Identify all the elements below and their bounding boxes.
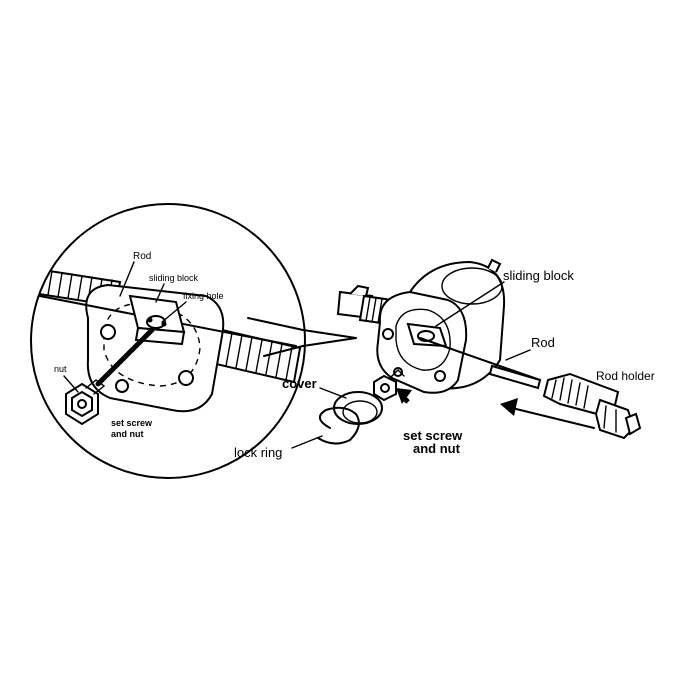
detail-sliding-block-leader (155, 283, 165, 303)
main-sliding-block-part (406, 322, 448, 348)
main-rod-holder-part (542, 372, 642, 440)
detail-label-nut: nut (54, 364, 67, 374)
magnifier-callout-pointer (247, 317, 357, 357)
detail-label-rod: Rod (133, 251, 151, 262)
main-insert-arrow (396, 388, 412, 404)
main-direction-arrow (500, 398, 595, 429)
main-set-screw-nut-part (373, 369, 405, 402)
main-sliding-block-leader (435, 281, 505, 327)
main-label-cover: cover (282, 376, 317, 391)
detail-view (30, 203, 357, 479)
detail-insert-arrow (95, 327, 155, 387)
main-label-set-screw-2: and nut (413, 441, 461, 456)
main-label-sliding-block: sliding block (503, 268, 574, 283)
detail-magnifier-ring (30, 203, 306, 479)
detail-label-set-screw-1: set screw (111, 418, 153, 428)
detail-sliding-block-part (128, 294, 186, 346)
detail-fixing-hole-leader (161, 301, 187, 323)
detail-label-set-screw-2: and nut (111, 429, 144, 439)
main-rod-leader (505, 349, 531, 361)
main-lock-ring-leader (291, 435, 323, 449)
detail-label-sliding-block: sliding block (149, 273, 199, 283)
main-label-rod-holder: Rod holder (596, 369, 655, 383)
detail-label-fixing-hole: fixing hole (183, 291, 224, 301)
main-label-lock-ring: lock ring (234, 445, 282, 460)
detail-rod-leader (119, 261, 135, 297)
main-lock-ring-part (317, 406, 360, 445)
main-cover-leader (319, 387, 347, 399)
detail-nut-leader (63, 375, 79, 393)
main-assembly (336, 258, 542, 394)
main-cover-part (333, 391, 383, 425)
main-rod-part (419, 337, 542, 390)
main-label-set-screw-1: set screw (403, 428, 463, 443)
main-label-rod: Rod (531, 335, 555, 350)
detail-flange (85, 283, 225, 413)
detail-set-screw-nut-part (65, 379, 106, 426)
